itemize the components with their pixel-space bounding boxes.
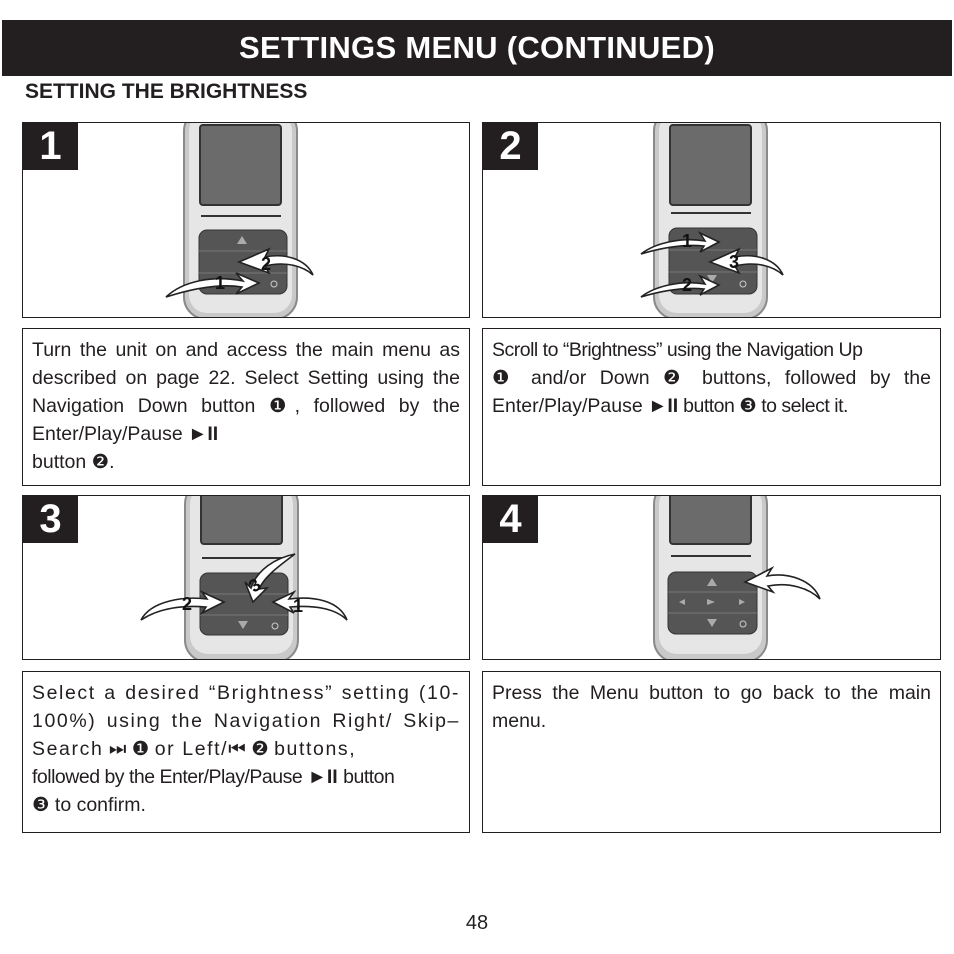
step-1-number: 1 [23,123,78,170]
page-number: 48 [465,912,489,934]
marker-2-icon: ❷ [663,366,689,389]
step-2-number: 2 [483,123,538,170]
text-segment: to confirm. [54,794,146,816]
step-2-instructions: Scroll to “Brightness” using the Navigat… [483,329,940,420]
marker-2-icon: ❷ [251,737,269,760]
step-2-text-panel: Scroll to “Brightness” using the Navigat… [482,328,941,486]
text-segment: to select it. [761,395,848,417]
callout-3: 3 [729,252,739,272]
marker-2-icon: ❷ [91,450,110,473]
skip-forward-icon: ⏭ [108,737,127,760]
text-segment: Scroll to “Brightness” using the Navigat… [492,339,863,361]
callout-2: 2 [182,594,192,614]
step-1-text-panel: Turn the unit on and access the main men… [22,328,470,486]
step-4-text-panel: Press the Menu button to go back to the … [482,671,941,833]
step-3-instructions: Select a desired “Brightness” setting (1… [23,672,469,819]
marker-3-icon: ❸ [739,394,757,417]
step-4-instructions: Press the Menu button to go back to the … [492,682,931,732]
text-segment: Select a desired “Brightness” setting (1… [32,682,460,760]
page-header: SETTINGS MENU (CONTINUED) [2,20,952,76]
text-segment: button [683,395,735,417]
marker-3-icon: ❸ [32,793,50,816]
device-illustration [653,496,821,659]
callout-2: 2 [261,254,271,274]
step-3-image-panel: 3 3 2 1 [22,495,470,660]
callout-1: 1 [293,596,303,616]
play-pause-icon: ►II [188,423,219,445]
marker-1-icon: ❶ [492,366,518,389]
play-pause-icon: ►II [648,395,679,417]
text-segment: , followed by the Enter/Play/Pause [32,395,461,445]
text-segment: Turn the unit on and access the main men… [32,339,460,417]
step-2-image-panel: 2 1 3 2 [482,122,941,318]
device-illustration: 1 3 2 [640,123,784,317]
text-segment: followed by the Enter/Play/Pause [32,766,303,788]
callout-1: 1 [215,273,225,293]
step-4-image-panel: 4 [482,495,941,660]
play-pause-icon: ►II [307,766,338,788]
marker-1-icon: ❶ [268,394,295,417]
text-segment: buttons, [274,738,357,760]
callout-2: 2 [682,275,692,295]
page-title: SETTINGS MENU (CONTINUED) [239,30,715,65]
step-3-text-panel: Select a desired “Brightness” setting (1… [22,671,470,833]
step-1-instructions: Turn the unit on and access the main men… [23,329,469,476]
step-4-number: 4 [483,496,538,543]
skip-back-icon: ⏮ [228,737,246,760]
callout-1: 1 [682,231,692,251]
step-3-number: 3 [23,496,78,543]
text-segment: button [32,451,87,473]
text-segment: button [343,766,395,788]
text-segment: buttons, followed by the Enter/Play/Paus… [492,367,931,417]
text-segment: or Left/ [154,738,229,760]
device-illustration: 3 2 1 [140,496,348,659]
step-1-image-panel: 1 1 2 [22,122,470,318]
device-illustration: 1 2 [165,123,314,317]
marker-1-icon: ❶ [131,737,150,760]
section-title: SETTING THE BRIGHTNESS [25,80,308,103]
text-segment: and/or Down [530,367,650,389]
text-segment: . [109,451,115,473]
